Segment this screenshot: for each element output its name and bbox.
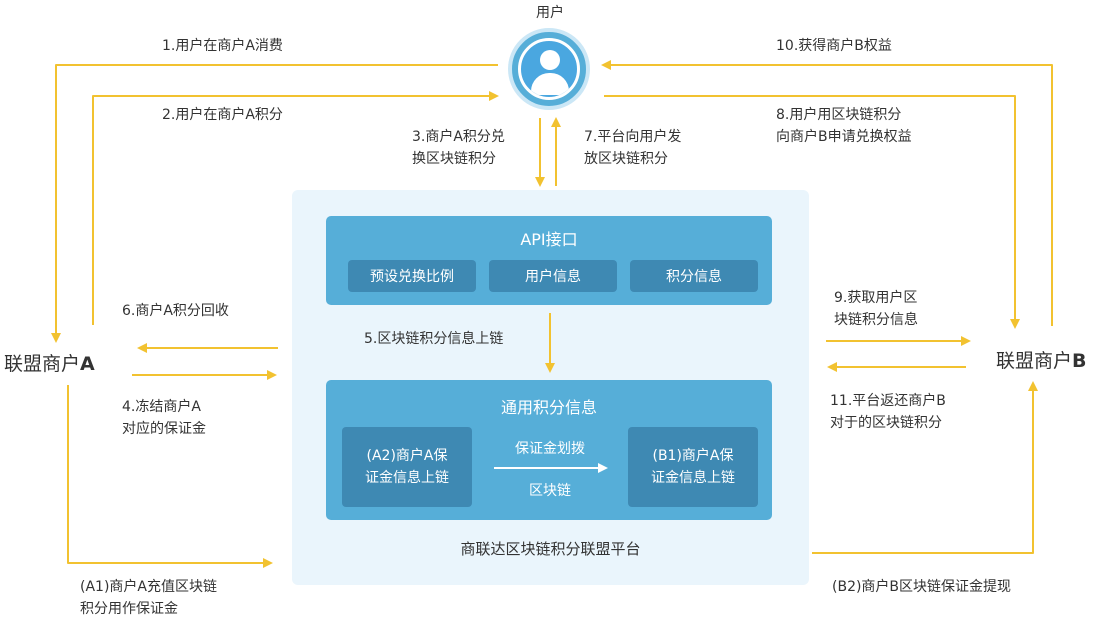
api-item-points-info: 积分信息: [630, 260, 758, 292]
merchant-b-letter: B: [1072, 350, 1087, 372]
merchant-b-name: 联盟商户: [996, 350, 1073, 372]
platform-name: 商联达区块链积分联盟平台: [460, 540, 641, 558]
arrow-step-10: [601, 60, 1053, 326]
api-panel: API接口 预设兑换比例 用户信息 积分信息: [326, 216, 772, 305]
merchant-a-name: 联盟商户: [4, 353, 81, 375]
user-label: 用户: [536, 5, 564, 21]
api-item-user-info: 用户信息: [489, 260, 617, 292]
step-9-label: 9.获取用户区 块链积分信息: [834, 290, 918, 328]
step-7-label: 7.平台向用户发 放区块链积分: [584, 129, 682, 167]
transfer-label: 保证金划拨: [515, 441, 585, 457]
merchant-b: 联盟商户B: [996, 346, 1087, 373]
step-2-label: 2.用户在商户A积分: [162, 107, 283, 123]
arrow-step-2: [92, 91, 499, 325]
arrow-step-a1: [67, 385, 273, 568]
deposit-on-chain-b1: (B1)商户A保 证金信息上链: [628, 427, 758, 507]
merchant-a-letter: A: [80, 353, 95, 375]
points-panel-title: 通用积分信息: [500, 398, 597, 417]
step-6-label: 6.商户A积分回收: [122, 303, 229, 319]
step-b2-label: (B2)商户B区块链保证金提现: [832, 579, 1012, 595]
step-5-label: 5.区块链积分信息上链: [364, 331, 504, 347]
arrow-step-1: [51, 64, 498, 343]
transfer-arrow-icon: [494, 463, 608, 473]
arrow-step-8: [604, 95, 1020, 329]
step-8-label: 8.用户用区块链积分 向商户B申请兑换权益: [776, 107, 912, 145]
step-4-label: 4.冻结商户A 对应的保证金: [122, 399, 206, 437]
step-1-label: 1.用户在商户A消费: [162, 38, 283, 54]
merchant-a: 联盟商户A: [4, 349, 95, 376]
blockchain-label: 区块链: [529, 483, 571, 499]
step-11-label: 11.平台返还商户B 对于的区块链积分: [830, 393, 946, 431]
step-a1-label: (A1)商户A充值区块链 积分用作保证金: [80, 579, 217, 617]
step-3-label: 3.商户A积分兑 换区块链积分: [412, 129, 505, 167]
api-panel-title: API接口: [520, 230, 578, 249]
user-avatar-icon: [508, 28, 590, 110]
api-item-exchange-ratio: 预设兑换比例: [348, 260, 476, 292]
arrow-step-b2: [812, 381, 1038, 554]
deposit-on-chain-a2: (A2)商户A保 证金信息上链: [342, 427, 472, 507]
points-panel: 通用积分信息 (A2)商户A保 证金信息上链 (B1)商户A保 证金信息上链 保…: [326, 380, 772, 520]
step-10-label: 10.获得商户B权益: [776, 38, 892, 54]
